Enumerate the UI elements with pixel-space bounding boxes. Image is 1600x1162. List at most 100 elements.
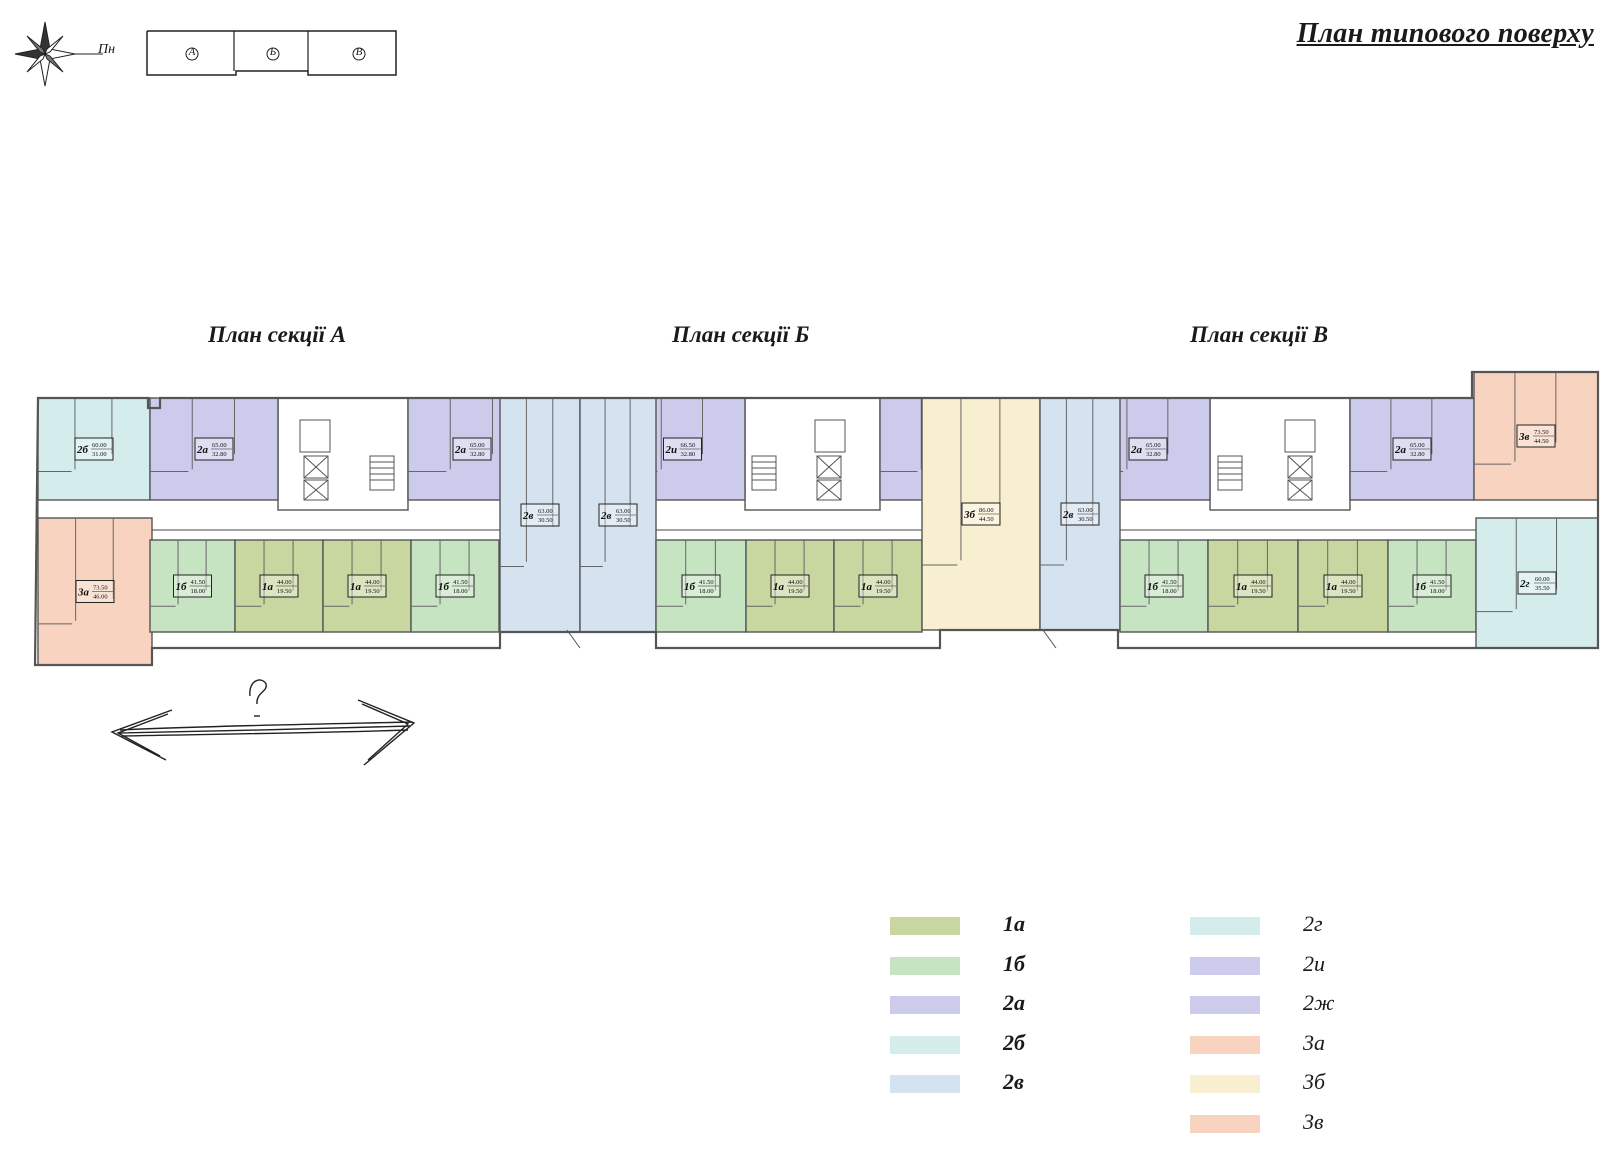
apartment-type: 2в: [600, 510, 612, 522]
apartment-area: 63.00: [538, 508, 553, 515]
legend-swatch: [890, 1036, 960, 1054]
page-title: План типового поверху: [1296, 18, 1594, 49]
apartment-area: 41.50: [453, 579, 468, 586]
compass-icon: [14, 21, 103, 87]
apartment-living-area: 18.00: [699, 588, 714, 595]
apartment-type: 1б: [1415, 581, 1427, 593]
hand-drawn-arrow-icon: [110, 679, 416, 766]
apartment-living-area: 44.50: [979, 516, 994, 523]
apartment-living-area: 30.50: [616, 517, 631, 524]
legend-label: 1а: [1003, 911, 1025, 936]
apartment-living-area: 18.00: [191, 588, 206, 595]
apartment-type: 1а: [1326, 581, 1338, 593]
legend-label: 3а: [1303, 1030, 1325, 1055]
apartment-area: 73.50: [93, 585, 108, 592]
legend-label: 2ж: [1303, 990, 1335, 1015]
legend-swatch: [1190, 1036, 1260, 1054]
apartment-area: 66.50: [681, 442, 696, 449]
apartment-living-area: 46.00: [93, 594, 108, 601]
apartment-area: 60.00: [1535, 576, 1550, 583]
key-section-a: А: [188, 46, 196, 58]
legend-swatch: [1190, 1075, 1260, 1093]
apartment-type: 1б: [438, 581, 450, 593]
core-b: [744, 397, 881, 511]
apartment-type: 1б: [684, 581, 696, 593]
key-section-v: В: [355, 46, 363, 58]
apartment-living-area: 32.80: [212, 451, 227, 458]
apartment-unit[interactable]: 2в 63.00 30.50: [579, 397, 657, 633]
apartment-living-area: 18.00: [1162, 588, 1177, 595]
compass-label: Пн: [98, 42, 116, 57]
legend-swatch: [890, 917, 960, 935]
apartment-area: 44.00: [277, 579, 292, 586]
legend-label: 2в: [1003, 1069, 1024, 1094]
apartment-type: 2в: [522, 510, 534, 522]
apartment-living-area: 32.80: [681, 451, 696, 458]
section-b-title: План секції Б: [672, 322, 810, 347]
apartment-type: 2а: [1130, 444, 1143, 456]
apartment-living-area: 19.50: [1341, 588, 1356, 595]
section-a-title: План секції А: [208, 322, 347, 347]
apartment-type: 3в: [1518, 431, 1530, 443]
section-v-title: План секції В: [1190, 322, 1329, 347]
apartment-area: 41.50: [1162, 579, 1177, 586]
legend-label: 2г: [1303, 911, 1323, 936]
legend-label: 3б: [1303, 1069, 1326, 1094]
apartment-type: 2б: [76, 444, 89, 456]
legend-label: 1б: [1003, 951, 1025, 976]
apartment-unit[interactable]: 3в 73.50 44.50: [1473, 371, 1599, 501]
apartment-type: 3б: [963, 509, 976, 521]
legend-label: 2а: [1003, 990, 1025, 1015]
apartment-area: 44.00: [876, 579, 891, 586]
apartment-type: 2а: [454, 444, 467, 456]
apartment-type: 1а: [262, 581, 274, 593]
key-plan: [146, 30, 397, 76]
apartment-type: 3а: [77, 587, 90, 599]
apartment-area: 65.00: [470, 442, 485, 449]
apartment-area: 65.00: [1410, 442, 1425, 449]
apartment-type: 2и: [665, 444, 678, 456]
apartment-area: 41.50: [699, 579, 714, 586]
apartment-type: 2в: [1062, 509, 1074, 521]
core-a: [277, 397, 409, 511]
apartment-type: 1а: [350, 581, 362, 593]
apartment-type: 1б: [176, 581, 188, 593]
legend-swatch: [1190, 1115, 1260, 1133]
key-section-b: Б: [269, 46, 277, 58]
core-v: [1209, 397, 1351, 511]
legend-swatch: [1190, 917, 1260, 935]
apartment-living-area: 32.80: [470, 451, 485, 458]
apartment-type: 2а: [1394, 444, 1407, 456]
apartment-area: 44.00: [1341, 579, 1356, 586]
apartment-area: 44.00: [365, 579, 380, 586]
apartment-area: 44.00: [788, 579, 803, 586]
apartment-area: 41.50: [191, 579, 206, 586]
legend-label: 2и: [1303, 951, 1325, 976]
apartment-area: 63.00: [616, 508, 631, 515]
apartment-area: 73.50: [1534, 429, 1549, 436]
apartment-living-area: 19.50: [876, 588, 891, 595]
legend-label: 3в: [1303, 1109, 1324, 1134]
apartment-area: 65.00: [1146, 442, 1161, 449]
apartment-living-area: 30.50: [1078, 516, 1093, 523]
apartment-living-area: 44.50: [1534, 438, 1549, 445]
